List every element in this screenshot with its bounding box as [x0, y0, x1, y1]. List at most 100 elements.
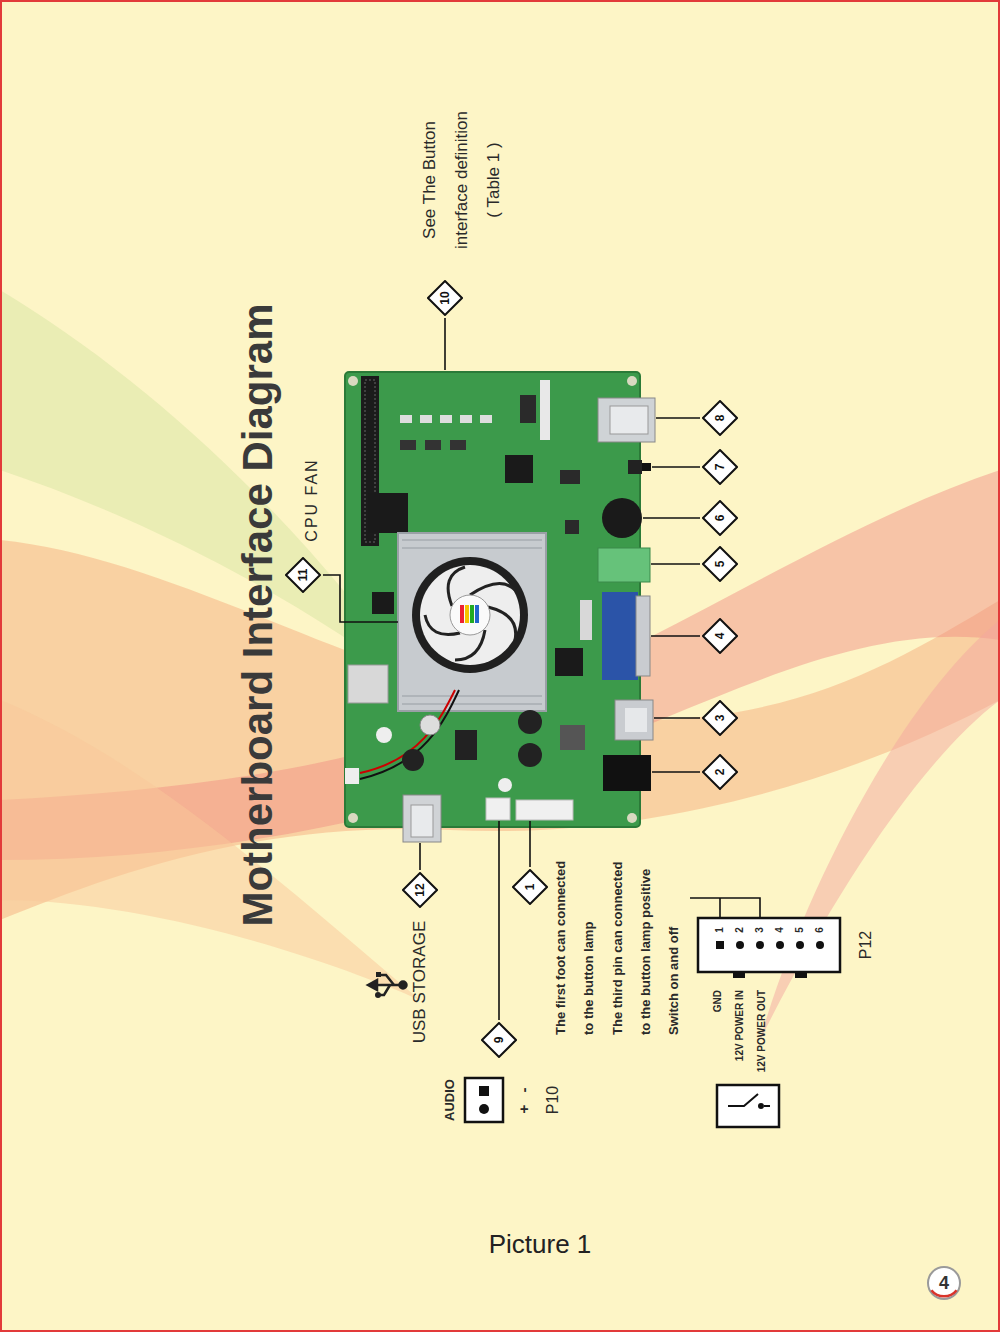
usb-symbol — [376, 972, 381, 977]
inductor — [560, 725, 585, 750]
fan-logo — [470, 605, 474, 623]
callout-diamond: 1 — [512, 869, 548, 905]
callout-number: 3 — [714, 715, 726, 722]
callout-number: 11 — [297, 569, 309, 582]
capacitor — [402, 749, 424, 771]
connector-pin — [716, 941, 724, 949]
background-swoosh — [760, 620, 1000, 1040]
note-text: The first foot can connected to the butt… — [547, 853, 603, 1035]
usb-port — [403, 795, 441, 842]
switch-bracket — [690, 898, 760, 917]
mounting-hole — [627, 813, 637, 823]
fan-wire — [360, 690, 455, 773]
dc-jack — [603, 755, 651, 791]
fan-logo — [475, 605, 479, 623]
callout-diamond: 12 — [402, 872, 438, 908]
smd-part — [460, 415, 472, 423]
pin-number: 4 — [774, 927, 786, 933]
mounting-hole — [348, 376, 358, 386]
hdmi-port — [615, 700, 653, 740]
mounting-hole — [348, 813, 358, 823]
part-label: USB STORAGE — [410, 921, 430, 1044]
heatsink-fins — [402, 540, 542, 704]
callout-number: 8 — [714, 415, 726, 422]
diamond-shape — [482, 1023, 516, 1057]
diamond-shape — [703, 547, 737, 581]
pin-number: 1 — [714, 927, 726, 933]
chip — [565, 520, 579, 534]
leader-line — [419, 843, 421, 870]
pin-number: 3 — [754, 927, 766, 933]
leader-line — [652, 771, 700, 773]
callout-number: 10 — [439, 291, 451, 304]
capacitor — [518, 743, 542, 767]
smd-part — [450, 440, 466, 450]
pcb — [345, 372, 640, 827]
diamond-shape — [513, 870, 547, 904]
diamond-shape — [703, 701, 737, 735]
chip — [372, 592, 394, 614]
connector-tab — [733, 972, 745, 978]
callout-number: 6 — [714, 515, 726, 522]
usb-symbol — [375, 992, 381, 998]
callout-number: 1 — [524, 884, 536, 891]
pin-polarity: - — [515, 1088, 533, 1093]
diamond-shape — [703, 501, 737, 535]
smd-part — [440, 415, 452, 423]
connector-tab — [795, 972, 807, 978]
callout-diamond: 10 — [427, 280, 463, 316]
regulator — [455, 730, 477, 760]
leader-line — [652, 466, 700, 468]
callout-diamond: 9 — [481, 1022, 517, 1058]
figure-caption: Picture 1 — [489, 1229, 592, 1260]
diamond-shape — [703, 755, 737, 789]
smd-part — [580, 600, 592, 640]
connector-pin — [816, 941, 824, 949]
switch-symbol — [758, 1103, 764, 1109]
note-text: See The Button interface definition ( Ta… — [414, 109, 510, 252]
diamond-shape — [703, 619, 737, 653]
power-connector — [516, 800, 573, 820]
leader-line — [323, 575, 398, 622]
callout-diamond: 5 — [702, 546, 738, 582]
page-number-badge: 4 — [926, 1265, 962, 1301]
pin-polarity: + — [515, 1105, 533, 1114]
note-text: Switch on and off — [660, 853, 688, 1035]
chip — [555, 648, 583, 676]
usb-symbol — [376, 984, 400, 987]
pin-name: 12V POWER OUT — [755, 990, 769, 1080]
part-label: CPU FAN — [302, 458, 321, 541]
connector-pin — [479, 1086, 489, 1096]
mounting-hole — [627, 376, 637, 386]
leader-line — [656, 417, 700, 419]
usb-port — [598, 398, 655, 442]
switch-box — [717, 1085, 779, 1127]
fan-logo — [460, 605, 464, 623]
fan-hub — [450, 595, 490, 635]
callout-diamond: 6 — [702, 500, 738, 536]
audio-connector — [486, 798, 510, 820]
callout-diamond: 7 — [702, 449, 738, 485]
connector-label: AUDIO — [442, 1079, 458, 1121]
page-number: 4 — [939, 1274, 949, 1292]
connector-pin — [756, 941, 764, 949]
connector-pin — [736, 941, 744, 949]
p10-connector — [465, 1078, 503, 1122]
fan-connector — [345, 768, 359, 784]
callout-diamond: 11 — [285, 557, 321, 593]
leader-line — [651, 563, 700, 565]
pin-name: GND — [711, 990, 725, 1080]
page-title: Motherboard Interface Diagram — [233, 303, 283, 926]
usb-port — [411, 805, 433, 837]
leader-line — [444, 318, 446, 370]
fan-logo — [465, 605, 469, 623]
connector-pin — [479, 1104, 489, 1114]
callout-number: 12 — [414, 883, 426, 896]
small-connector — [540, 380, 550, 440]
vga-port — [636, 596, 650, 676]
capacitor — [420, 715, 440, 735]
heatsink — [398, 533, 546, 711]
connector-name: P12 — [856, 931, 875, 959]
